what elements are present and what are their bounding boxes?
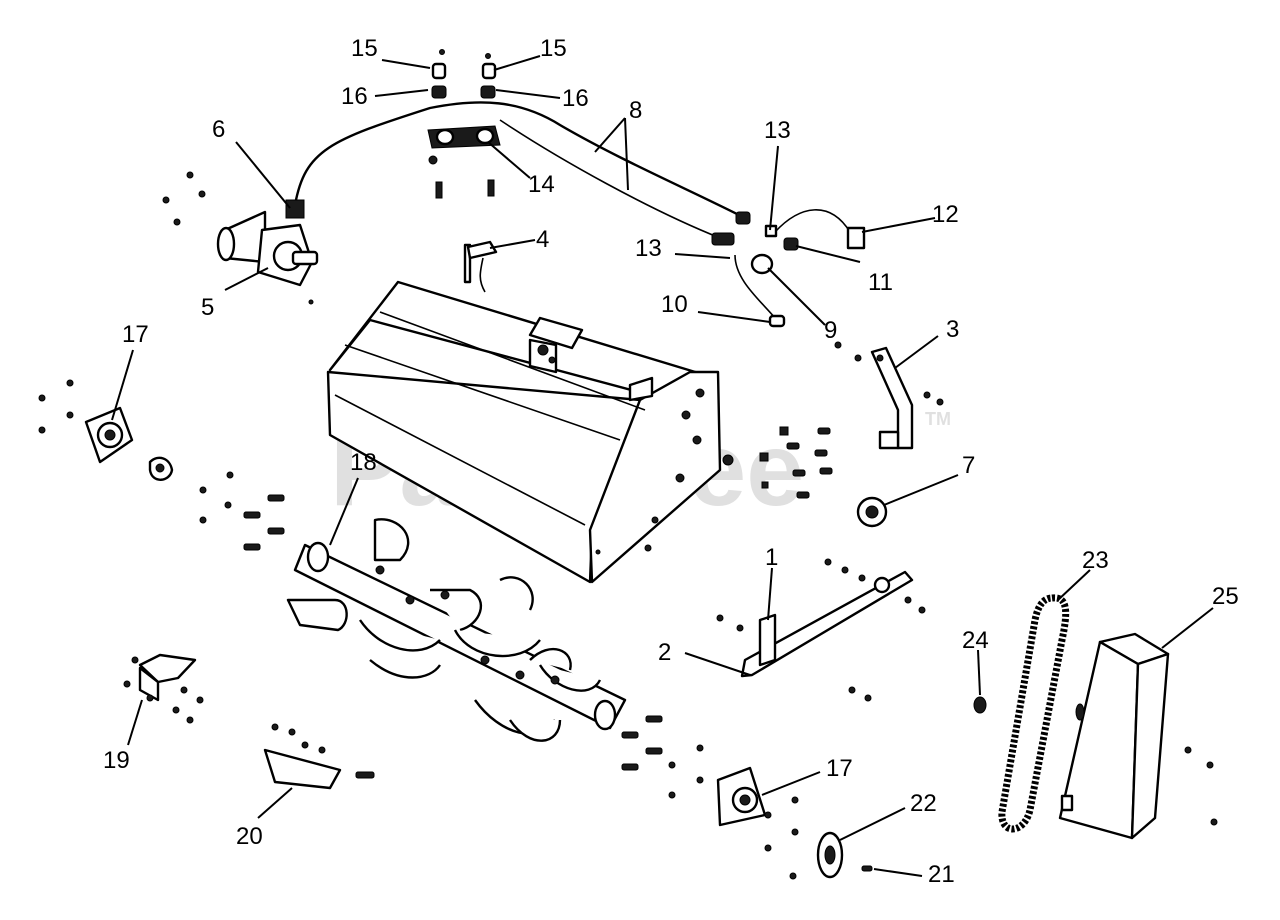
left-bracket-part	[123, 653, 204, 724]
callout-13-left: 13	[635, 235, 662, 262]
cable-bracket-part	[427, 125, 501, 199]
hardware-cluster-left	[199, 471, 285, 551]
ferrule-nut-parts	[431, 49, 497, 99]
bearing-flange-left-part	[38, 379, 174, 481]
callout-16-left: 16	[341, 83, 368, 110]
deflector-part	[263, 723, 375, 790]
callouts: 1 2 3 4 5 6 7 8 9 10 11 12 13 13 14 15 1…	[103, 35, 1239, 888]
callout-21: 21	[928, 861, 955, 888]
callout-14: 14	[528, 171, 555, 198]
callout-20: 20	[236, 823, 263, 850]
callout-13-right: 13	[764, 117, 791, 144]
bearing-flange-right-part	[621, 715, 799, 880]
callout-11: 11	[868, 269, 893, 296]
callout-15-left: 15	[351, 35, 378, 62]
callout-9: 9	[824, 317, 837, 344]
switch-connector-parts	[711, 211, 866, 328]
tine-hood-part	[326, 280, 734, 584]
callout-17-right: 17	[826, 755, 853, 782]
chain-case-part	[1058, 632, 1218, 840]
leader-lines	[111, 55, 1214, 877]
callout-5: 5	[201, 294, 214, 321]
control-cable-part	[293, 101, 851, 319]
callout-4: 4	[536, 226, 549, 253]
callout-19: 19	[103, 747, 130, 774]
callout-18: 18	[350, 449, 377, 476]
callout-8: 8	[629, 97, 642, 124]
sprocket-part	[816, 831, 873, 879]
callout-24: 24	[962, 627, 989, 654]
callout-25: 25	[1212, 583, 1239, 610]
motor-part	[162, 171, 319, 305]
callout-12: 12	[932, 201, 959, 228]
callout-3: 3	[946, 316, 959, 343]
watermark-trademark: TM	[925, 409, 951, 429]
upper-bracket-part	[463, 240, 498, 293]
callout-16-right: 16	[562, 85, 589, 112]
lower-frame-part	[716, 558, 926, 702]
callout-23: 23	[1082, 547, 1109, 574]
callout-10: 10	[661, 291, 688, 318]
callout-15-right: 15	[540, 35, 567, 62]
lever-part	[834, 341, 944, 450]
pulley-part	[856, 496, 888, 528]
nut-part	[973, 696, 987, 714]
callout-22: 22	[910, 790, 937, 817]
tine-shaft-assembly-part	[286, 518, 627, 742]
callout-7: 7	[962, 452, 975, 479]
callout-2: 2	[658, 639, 671, 666]
hardware-cluster-center	[759, 426, 833, 499]
callout-1: 1	[765, 544, 778, 571]
callout-17-left: 17	[122, 321, 149, 348]
callout-6: 6	[212, 116, 225, 143]
drive-chain-part	[998, 594, 1070, 833]
